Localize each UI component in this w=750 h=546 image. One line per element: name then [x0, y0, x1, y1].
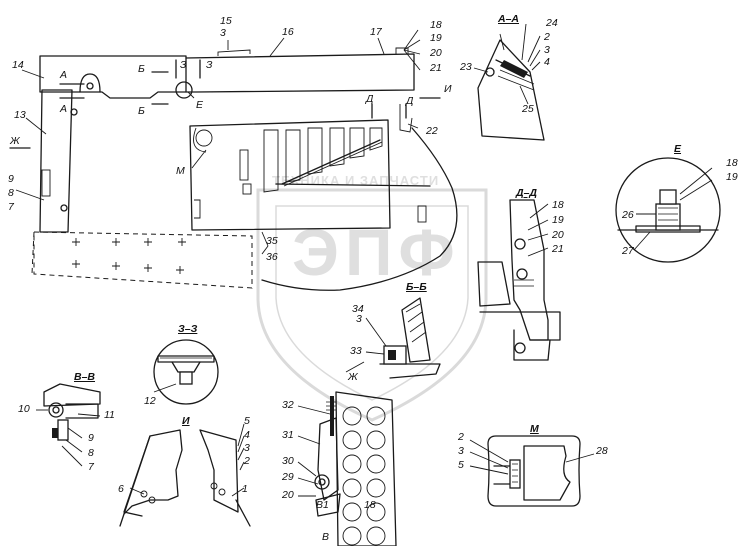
callout-10: 10 [18, 403, 30, 415]
callout-11: 11 [104, 409, 115, 421]
callout-29: 29 [282, 471, 294, 483]
marker-v1: В1 [316, 499, 329, 511]
section-title-d-d: Д–Д [516, 187, 538, 199]
marker-d-left: Д [366, 93, 374, 105]
callout-34: 34 [352, 303, 364, 315]
section-title-e: Е [674, 143, 682, 155]
callout-12: 12 [144, 395, 156, 407]
callout-20-top: 20 [430, 47, 442, 59]
callout-24: 24 [546, 17, 558, 29]
marker-v: В [322, 531, 330, 543]
marker-e: Е [196, 99, 204, 111]
callout-32: 32 [282, 399, 294, 411]
callout-6: 6 [118, 483, 124, 495]
section-title-v-v: В–В [74, 371, 96, 383]
callout-18-dd: 18 [552, 199, 564, 211]
callout-7-vv: 7 [88, 461, 94, 473]
callout-8-left: 8 [8, 187, 14, 199]
callout-25: 25 [522, 103, 534, 115]
callout-19-dd: 19 [552, 214, 564, 226]
callout-23: 23 [460, 61, 472, 73]
marker-zh-bb: Ж [348, 371, 358, 383]
section-title-m: М [530, 423, 539, 435]
callout-5-i: 5 [244, 415, 250, 427]
section-i-view [119, 423, 251, 527]
section-d-d-view [477, 199, 561, 361]
detail-m-view [469, 435, 595, 507]
callout-14: 14 [12, 59, 24, 71]
section-a-a-view [473, 23, 545, 141]
callout-1: 1 [242, 483, 248, 495]
cellular-panel-assembly [297, 391, 397, 546]
section-v-v-view [36, 383, 101, 467]
marker-z-left: З [180, 59, 187, 71]
callout-4-aa: 4 [544, 56, 550, 68]
callout-15: 15 [220, 15, 232, 27]
section-title-a-a: А–А [498, 13, 520, 25]
callout-20-bottom: 20 [282, 489, 294, 501]
marker-b-bottom: Б [138, 105, 145, 117]
callout-16: 16 [282, 26, 294, 38]
section-b-b-view [345, 297, 441, 379]
main-assembly [9, 29, 458, 291]
callout-31: 31 [282, 429, 294, 441]
callout-35: 35 [266, 235, 278, 247]
callout-33: 33 [350, 345, 362, 357]
callout-3-top: 3 [220, 27, 226, 39]
marker-d-right: Д [406, 95, 414, 107]
callout-3-m: 3 [458, 445, 464, 457]
callout-4-i: 4 [244, 429, 250, 441]
section-title-z-z: З–З [178, 323, 198, 335]
detail-e-view [615, 157, 721, 263]
marker-a-top: А [60, 69, 68, 81]
callout-36: 36 [266, 251, 278, 263]
watermark-logo-text: ЭПФ [292, 215, 461, 289]
marker-z-right: З [206, 59, 213, 71]
callout-3-i: 3 [244, 442, 250, 454]
callout-3-bb: 3 [356, 313, 362, 325]
callout-9-left: 9 [8, 173, 14, 185]
callout-8-vv: 8 [88, 447, 94, 459]
callout-18-e: 18 [726, 157, 738, 169]
callout-2-i: 2 [244, 455, 250, 467]
marker-a-bottom: А [60, 103, 68, 115]
marker-b-top: Б [138, 63, 145, 75]
callout-3-aa: 3 [544, 44, 550, 56]
callout-19-e: 19 [726, 171, 738, 183]
callout-2-aa: 2 [544, 31, 550, 43]
callout-28: 28 [596, 445, 608, 457]
callout-9-vv: 9 [88, 432, 94, 444]
callout-21-dd: 21 [552, 243, 564, 255]
callout-18-bottom: 18 [364, 499, 376, 511]
watermark-shield [256, 188, 488, 422]
callout-27: 27 [622, 245, 634, 257]
section-title-b-b: Б–Б [406, 281, 427, 293]
callout-20-dd: 20 [552, 229, 564, 241]
callout-21-top: 21 [430, 62, 442, 74]
marker-zh-left: Ж [10, 135, 20, 147]
marker-i: И [444, 83, 452, 95]
callout-2-m: 2 [458, 431, 464, 443]
callout-7-left: 7 [8, 201, 14, 213]
section-title-i: И [182, 415, 190, 427]
callout-18-top: 18 [430, 19, 442, 31]
callout-13: 13 [14, 109, 26, 121]
callout-22: 22 [426, 125, 438, 137]
callout-30: 30 [282, 455, 294, 467]
section-z-z-view [153, 339, 219, 405]
callout-17: 17 [370, 26, 382, 38]
callout-26: 26 [622, 209, 634, 221]
marker-m: М [176, 165, 185, 177]
callout-5-m: 5 [458, 459, 464, 471]
callout-19-top: 19 [430, 32, 442, 44]
